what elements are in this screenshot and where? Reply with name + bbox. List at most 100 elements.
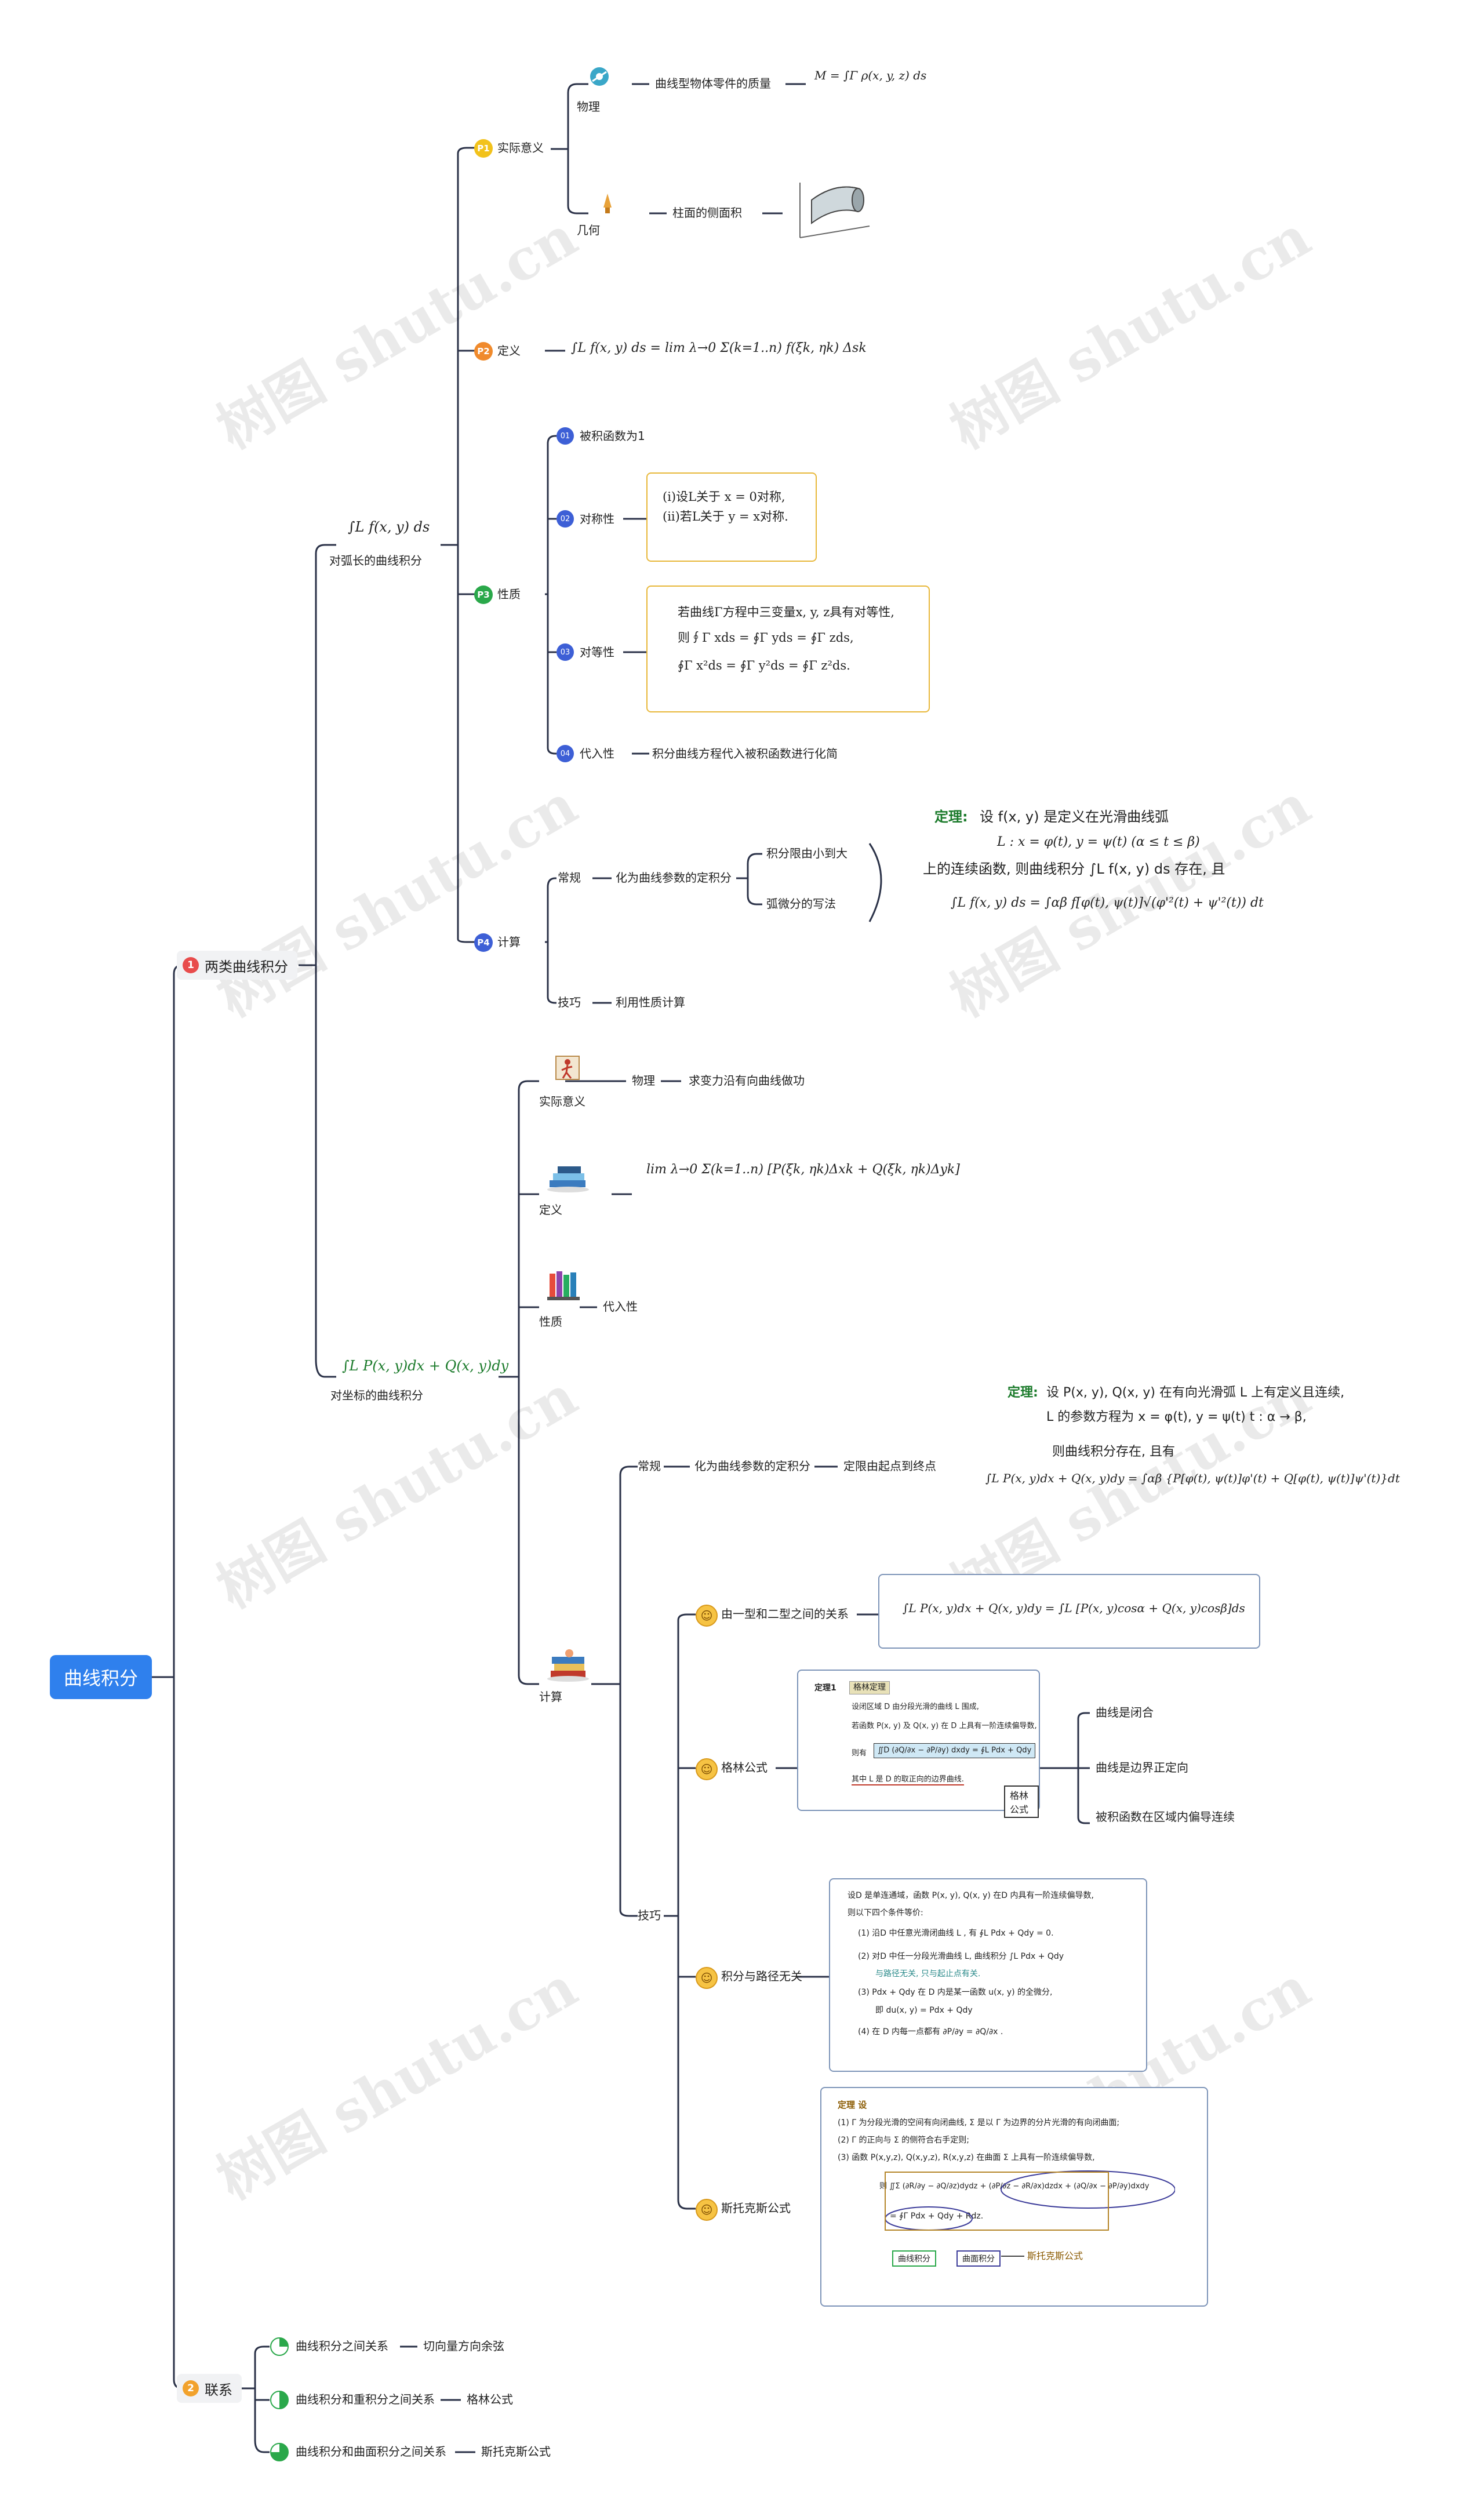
relation-label[interactable]: 曲线积分和重积分之间关系 xyxy=(296,2392,435,2406)
green-formula-caption: 格林公式 xyxy=(1004,1785,1039,1818)
arc-definition-formula: ∫L f(x, y) ds = lim λ→0 Σ(k=1..n) f(ξk, … xyxy=(571,341,867,355)
limit-order-text[interactable]: 积分限由小到大 xyxy=(766,846,848,860)
stokes-formula: = ∮Γ Pdx + Qdy + Rdz. xyxy=(890,2212,984,2221)
theorem-line: 其中 L 是 D 的取正向的边界曲线. xyxy=(852,1775,964,1785)
regular-label[interactable]: 常规 xyxy=(558,871,581,885)
progress-pie-icon xyxy=(270,2391,289,2409)
property-label[interactable]: 被积函数为1 xyxy=(580,429,645,443)
stokes-highlight xyxy=(885,2170,1175,2231)
smile-icon: ☺ xyxy=(696,1967,718,1989)
running-figure-icon xyxy=(554,1054,581,1082)
physics-icon xyxy=(585,65,613,88)
mass-formula: M = ∫Γ ρ(x, y, z) ds xyxy=(814,68,927,82)
trick-item-label[interactable]: 积分与路径无关 xyxy=(721,1969,802,1983)
symmetry-line: (ii)若L关于 y = x对称. xyxy=(663,510,788,523)
theorem-line: L 的参数方程为 x = φ(t), y = ψ(t) t : α → β, xyxy=(1046,1410,1307,1424)
arc-integral-formula: ∫L f(x, y) ds xyxy=(348,519,430,535)
theorem-line: 设 P(x, y), Q(x, y) 在有向光滑弧 L 上有定义且连续, xyxy=(1046,1385,1345,1400)
books-icon xyxy=(545,1267,582,1304)
stokes-caption: 斯托克斯公式 xyxy=(1027,2250,1083,2261)
path-line: (2) 对D 中任一分段光滑曲线 L, 曲线积分 ∫L Pdx + Qdy xyxy=(858,1952,1064,1961)
p3-badge: P3 xyxy=(474,585,493,604)
p3-label[interactable]: 性质 xyxy=(497,587,521,601)
relation-formula: ∫L P(x, y)dx + Q(x, y)dy = ∫L [P(x, y)co… xyxy=(903,1601,1245,1615)
theorem-line: 上的连续函数, 则曲线积分 ∫L f(x, y) ds 存在, 且 xyxy=(923,861,1225,877)
progress-pie-icon xyxy=(270,2443,289,2461)
stokes-line: (1) Γ 为分段光滑的空间有向闭曲线, Σ 是以 Γ 为边界的分片光滑的有向闭… xyxy=(838,2118,1120,2127)
relation-text[interactable]: 切向量方向余弦 xyxy=(423,2339,504,2353)
smile-icon: ☺ xyxy=(696,1605,718,1627)
book-stack-icon xyxy=(545,1159,591,1194)
property-label[interactable]: 代入性 xyxy=(580,747,614,761)
theorem-line: L : x = φ(t), y = ψ(t) (α ≤ t ≤ β) xyxy=(997,835,1200,849)
equivalence-line: 则∮Γ xds = ∮Γ yds = ∮Γ zds, xyxy=(678,631,854,645)
number-04-icon: 04 xyxy=(556,745,574,762)
surface-integral-tag: 曲面积分 xyxy=(956,2250,1001,2267)
geometry-text[interactable]: 柱面的侧面积 xyxy=(672,206,742,220)
relation-text[interactable]: 格林公式 xyxy=(467,2392,513,2406)
arc-differential-text[interactable]: 弧微分的写法 xyxy=(766,897,836,911)
property-label[interactable]: 性质 xyxy=(539,1315,562,1329)
number-badge: 2 xyxy=(183,2380,199,2396)
property-label[interactable]: 对等性 xyxy=(580,645,614,659)
trick-item-label[interactable]: 格林公式 xyxy=(721,1761,768,1774)
property-label[interactable]: 对称性 xyxy=(580,512,614,526)
theorem-line: 若函数 P(x, y) 及 Q(x, y) 在 D 上具有一阶连续偏导数, xyxy=(852,1722,1037,1730)
green-condition[interactable]: 曲线是边界正定向 xyxy=(1096,1761,1188,1774)
trick-item-label[interactable]: 斯托克斯公式 xyxy=(721,2201,791,2215)
substitution-text[interactable]: 积分曲线方程代入被积函数进行化简 xyxy=(652,747,838,761)
green-theorem-box: 定理1 格林定理 设闭区域 D 由分段光滑的曲线 L 围成, 若函数 P(x, … xyxy=(797,1670,1040,1818)
trick-label[interactable]: 技巧 xyxy=(638,1908,661,1922)
number-03-icon: 03 xyxy=(556,643,574,661)
theorem-title: 定理: xyxy=(934,809,968,825)
regular-text[interactable]: 化为曲线参数的定积分 xyxy=(616,871,732,885)
meaning-text[interactable]: 求变力沿有向曲线做功 xyxy=(689,1074,805,1088)
relation-label[interactable]: 曲线积分之间关系 xyxy=(296,2339,388,2353)
substitution-text[interactable]: 代入性 xyxy=(603,1300,638,1314)
p2-label[interactable]: 定义 xyxy=(497,344,521,358)
p4-label[interactable]: 计算 xyxy=(497,935,521,949)
number-badge: 1 xyxy=(183,957,199,973)
green-condition[interactable]: 被积函数在区域内偏导连续 xyxy=(1096,1810,1235,1824)
trick-item-label[interactable]: 由一型和二型之间的关系 xyxy=(721,1607,849,1621)
trick-text[interactable]: 利用性质计算 xyxy=(616,995,685,1009)
regular-label[interactable]: 常规 xyxy=(638,1459,661,1473)
equivalence-box: 若曲线Γ方程中三变量x, y, z具有对等性, 则∮Γ xds = ∮Γ yds… xyxy=(646,585,930,712)
meaning-label[interactable]: 实际意义 xyxy=(539,1094,585,1108)
path-line: 则以下四个条件等价: xyxy=(848,1908,923,1918)
path-independence-box: 设D 是单连通域，函数 P(x, y), Q(x, y) 在D 内具有一阶连续偏… xyxy=(829,1878,1147,2072)
stokes-caption-line xyxy=(1001,2256,1024,2257)
green-condition[interactable]: 曲线是闭合 xyxy=(1096,1705,1154,1719)
arc-integral-label[interactable]: 对弧长的曲线积分 xyxy=(329,554,422,568)
symmetry-box: (i)设L关于 x = 0对称, (ii)若L关于 y = x对称. xyxy=(646,472,817,562)
stokes-title: 定理 设 xyxy=(838,2100,867,2110)
path-line: (4) 在 D 内每一点都有 ∂P/∂y = ∂Q/∂x . xyxy=(858,2027,1003,2036)
regular-sub-text[interactable]: 定限由起点到终点 xyxy=(843,1459,936,1473)
green-formula: ∬D (∂Q/∂x − ∂P/∂y) dxdy = ∮L Pdx + Qdy xyxy=(874,1743,1036,1758)
p1-label[interactable]: 实际意义 xyxy=(497,141,544,155)
relation-text[interactable]: 斯托克斯公式 xyxy=(481,2445,551,2459)
path-line: (3) Pdx + Qdy 在 D 内是某一函数 u(x, y) 的全微分, xyxy=(858,1988,1053,1997)
definition-label[interactable]: 定义 xyxy=(539,1203,562,1217)
relation-label[interactable]: 曲线积分和曲面积分之间关系 xyxy=(296,2445,446,2459)
theorem-line: ∫L f(x, y) ds = ∫αβ f[φ(t), ψ(t)]√(φ'²(t… xyxy=(951,896,1264,910)
node-two-kinds[interactable]: 1 两类曲线积分 xyxy=(177,951,297,980)
node-relations[interactable]: 2 联系 xyxy=(177,2374,242,2403)
theorem-title: 定理1 xyxy=(814,1683,836,1693)
p2-badge: P2 xyxy=(474,342,493,361)
regular-text[interactable]: 化为曲线参数的定积分 xyxy=(694,1459,810,1473)
smile-icon: ☺ xyxy=(696,1758,718,1780)
number-02-icon: 02 xyxy=(556,510,574,528)
cylinder-figure xyxy=(799,183,870,238)
trick-label[interactable]: 技巧 xyxy=(558,995,581,1009)
node-label: 两类曲线积分 xyxy=(205,958,288,975)
meaning-sub-label: 物理 xyxy=(632,1074,655,1088)
theorem-title: 定理: xyxy=(1007,1385,1038,1400)
theorem-line: 则曲线积分存在, 且有 xyxy=(1052,1445,1175,1459)
stokes-line: (3) 函数 P(x,y,z), Q(x,y,z), R(x,y,z) 在曲面 … xyxy=(838,2153,1095,2162)
root-node[interactable]: 曲线积分 xyxy=(50,1655,152,1699)
coord-integral-label[interactable]: 对坐标的曲线积分 xyxy=(330,1388,423,1402)
calc-label[interactable]: 计算 xyxy=(539,1690,562,1704)
physics-text[interactable]: 曲线型物体零件的质量 xyxy=(655,77,771,90)
